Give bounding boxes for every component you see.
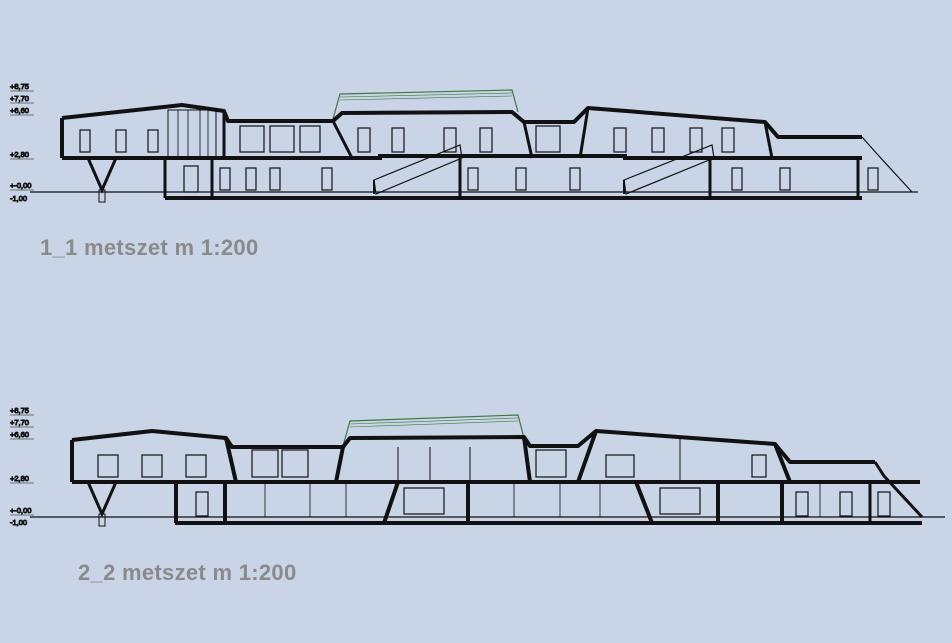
stair-2	[623, 144, 715, 195]
level-label: +6,60	[10, 106, 29, 115]
atrium-glazing	[167, 109, 217, 159]
window	[689, 127, 703, 153]
roof-glazing	[342, 414, 525, 447]
window	[239, 125, 265, 153]
wall	[634, 481, 654, 524]
roof-glazing-line	[349, 420, 519, 428]
right-roof-edge	[861, 136, 913, 193]
wall	[576, 430, 598, 483]
window	[779, 167, 791, 191]
v-column	[86, 157, 118, 194]
level-label: +7,70	[10, 94, 29, 103]
window	[321, 167, 333, 191]
level-label: -1,00	[10, 194, 27, 203]
window	[659, 487, 701, 515]
window	[721, 127, 735, 153]
level-label: +-0,00	[10, 506, 31, 515]
stair-flight	[623, 144, 715, 195]
window	[79, 129, 91, 153]
window	[391, 127, 405, 153]
roof-glazing-line	[339, 95, 513, 101]
v-column	[86, 481, 118, 518]
level-label: +6,60	[10, 430, 29, 439]
wall	[522, 121, 534, 159]
level-label: +2,80	[10, 474, 29, 483]
level-labels-1: +8,75 +7,70 +6,60 +2,80 +-0,00 -1,00	[10, 82, 34, 204]
column-base	[98, 513, 106, 527]
column-base	[98, 189, 106, 203]
section-2-2: +8,75 +7,70 +6,60 +2,80 +-0,00 -1,00	[10, 406, 945, 528]
window	[299, 125, 321, 153]
roof-glazing	[332, 89, 519, 120]
level-label: +8,75	[10, 82, 29, 91]
wall	[763, 121, 774, 159]
wall	[224, 437, 238, 483]
roof-outline	[71, 429, 875, 464]
window	[731, 167, 743, 191]
window	[219, 167, 231, 191]
level-label: +2,80	[10, 150, 29, 159]
window	[535, 125, 561, 153]
window	[877, 491, 891, 517]
section-1-1: +8,75 +7,70 +6,60 +2,80 +-0,00 -1,00	[10, 82, 918, 204]
window	[147, 129, 159, 153]
wall	[331, 120, 354, 159]
window	[839, 491, 853, 517]
right-roof-edge	[873, 461, 924, 519]
window	[97, 454, 119, 478]
stair-flight	[373, 144, 463, 195]
window	[651, 127, 665, 153]
level-label: +7,70	[10, 418, 29, 427]
ground-windows-1	[183, 165, 879, 193]
upper-windows-2	[97, 449, 767, 478]
window	[115, 129, 127, 153]
window	[251, 449, 279, 478]
window	[751, 454, 767, 478]
roof-glazing-line	[339, 92, 513, 98]
window	[613, 127, 627, 153]
window	[403, 487, 445, 515]
level-label: -1,00	[10, 518, 27, 527]
upper-floor-slab	[62, 154, 862, 160]
roof-glazing-line	[349, 417, 519, 425]
window	[569, 167, 581, 191]
upper-windows-1	[79, 125, 735, 153]
stair-1	[373, 144, 463, 195]
level-label: +-0,00	[10, 181, 31, 190]
wall	[578, 107, 590, 159]
ground-windows-2	[195, 487, 891, 517]
window	[443, 127, 457, 153]
window	[281, 449, 309, 478]
window	[515, 167, 527, 191]
wall	[382, 481, 400, 524]
window	[269, 125, 295, 153]
section-title-1-1: 1_1 metszet m 1:200	[40, 235, 259, 260]
window	[795, 491, 809, 517]
window	[867, 167, 879, 191]
window	[605, 454, 635, 478]
wall	[334, 446, 345, 483]
wall	[522, 436, 532, 483]
window	[467, 167, 479, 191]
window	[245, 167, 257, 191]
window	[357, 127, 371, 153]
door	[183, 165, 199, 193]
window	[185, 454, 207, 478]
window	[141, 454, 163, 478]
window	[479, 127, 493, 153]
window	[269, 167, 281, 191]
section-title-2-2: 2_2 metszet m 1:200	[78, 560, 297, 585]
window	[535, 449, 567, 478]
level-label: +8,75	[10, 406, 29, 415]
level-labels-2: +8,75 +7,70 +6,60 +2,80 +-0,00 -1,00	[10, 406, 34, 528]
door	[195, 491, 209, 517]
wall	[773, 443, 792, 483]
